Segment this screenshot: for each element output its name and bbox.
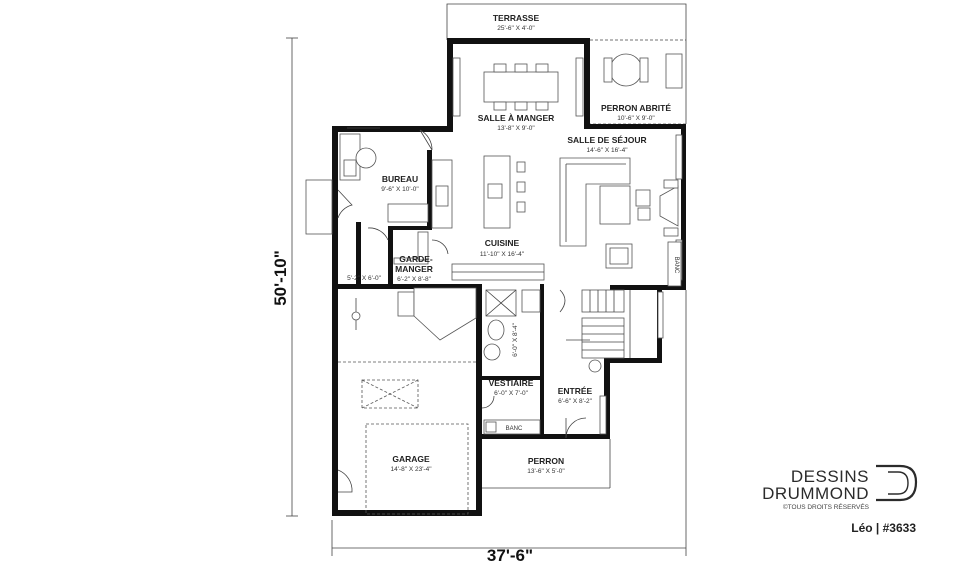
room-title-garage: GARAGE xyxy=(392,454,430,464)
laundry xyxy=(397,287,477,341)
patio-table xyxy=(603,53,683,89)
side-bay xyxy=(305,179,333,235)
room-title-bureau: BUREAU xyxy=(382,174,418,184)
kitchen-island xyxy=(483,155,526,229)
room-title-perron-abrite: PERRON ABRITÉ xyxy=(601,103,671,113)
room-dim-closet-bureau: 5'-2" X 6'-0" xyxy=(347,275,382,282)
stairs xyxy=(559,289,631,359)
room-dim-vestiaire: 6'-0" X 7'-0" xyxy=(494,390,529,397)
width-dimension: 37'-6" xyxy=(487,546,533,565)
vestiaire-bench xyxy=(483,419,541,435)
front-porch xyxy=(482,439,611,489)
dining-table xyxy=(483,63,559,111)
room-dim-perron: 13'-6" X 5'-0" xyxy=(527,468,565,475)
bench-living xyxy=(667,241,682,287)
room-dim-perron-abrite: 10'-6" X 9'-0" xyxy=(617,115,655,122)
plant xyxy=(588,359,602,373)
fireplace xyxy=(659,179,679,237)
room-title-terrasse: TERRASSE xyxy=(493,13,540,23)
room-dim-garage: 14'-8" X 23'-4" xyxy=(390,466,432,473)
brand-block: DESSINS DRUMMOND ©TOUS DROITS RÉSERVÉS L… xyxy=(762,464,918,535)
room-dim-garde-manger: 6'-2" X 8'-8" xyxy=(397,276,432,283)
room-title-salle-a-manger: SALLE À MANGER xyxy=(478,113,555,123)
room-title-cuisine: CUISINE xyxy=(485,238,520,248)
pantry-shelves xyxy=(393,231,429,265)
desk xyxy=(339,133,429,223)
room-dim-salle-de-sejour: 14'-6" X 16'-4" xyxy=(586,147,628,154)
room-dim-cuisine: 11'-10" X 16'-4" xyxy=(480,251,525,258)
dimension-lines xyxy=(286,37,687,556)
garage-door xyxy=(338,298,476,515)
kitchen-counter xyxy=(431,159,545,281)
room-dim-terrasse: 25'-6" X 4'-0" xyxy=(497,25,535,32)
room-dim-entree: 6'-6" X 8'-2" xyxy=(558,398,593,405)
brand-name-line1: DESSINS xyxy=(791,467,869,486)
bathroom xyxy=(483,289,541,361)
brand-logo-icon xyxy=(876,464,918,502)
brand-name-line2: DRUMMOND xyxy=(762,484,869,503)
room-dim-bureau: 9'-6" X 10'-0" xyxy=(381,186,419,193)
depth-dimension: 50'-10" xyxy=(271,250,290,306)
room-title-entree: ENTRÉE xyxy=(558,386,593,396)
room-title-salle-de-sejour: SALLE DE SÉJOUR xyxy=(567,135,646,145)
room-dim-salle-eau: 6'-0" X 8'-4" xyxy=(512,322,519,357)
bench-vestiaire-label: BANC xyxy=(506,426,523,432)
brand-rights: ©TOUS DROITS RÉSERVÉS xyxy=(783,502,870,511)
armchair xyxy=(605,243,633,269)
exterior-walls xyxy=(332,38,686,516)
bench-living-label: BANC xyxy=(673,257,679,274)
room-labels: TERRASSE 25'-6" X 4'-0" SALLE À MANGER 1… xyxy=(347,13,671,475)
room-title-vestiaire: VESTIAIRE xyxy=(489,378,534,388)
plan-name: Léo | #3633 xyxy=(851,521,916,535)
sectional-sofa xyxy=(559,157,651,247)
room-title-garde-manger-2: MANGER xyxy=(395,264,433,274)
room-dim-salle-a-manger: 13'-8" X 9'-0" xyxy=(497,125,535,132)
room-title-garde-manger-1: GARDE- xyxy=(399,254,433,264)
room-title-perron: PERRON xyxy=(528,456,564,466)
